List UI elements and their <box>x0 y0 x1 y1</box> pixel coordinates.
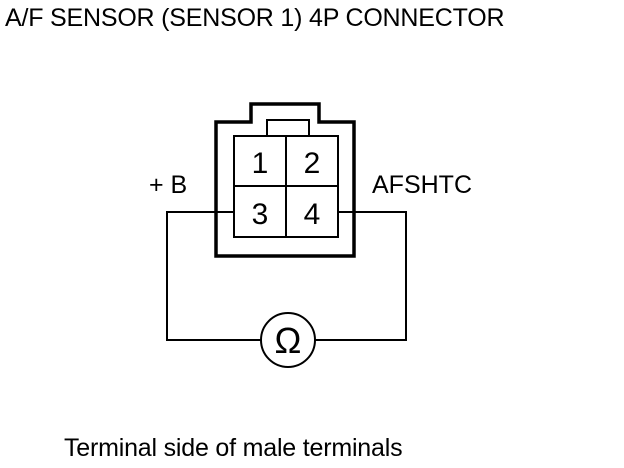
ohmmeter-icon: Ω <box>260 312 316 368</box>
connector-housing <box>214 102 356 258</box>
right-test-lead <box>315 211 407 341</box>
diagram-caption: Terminal side of male terminals <box>64 434 403 462</box>
left-test-lead <box>166 211 261 341</box>
pin-1-label: 1 <box>252 147 269 180</box>
connector-lock-tab <box>266 119 310 137</box>
pin-2-label: 2 <box>304 147 321 180</box>
diagram-title: A/F SENSOR (SENSOR 1) 4P CONNECTOR <box>5 4 505 32</box>
ohm-symbol: Ω <box>275 320 302 361</box>
afshtc-label: AFSHTC <box>372 171 472 199</box>
pin-3-label: 3 <box>252 198 269 231</box>
pin-4-label: 4 <box>304 198 321 231</box>
positive-battery-label: + B <box>149 171 187 199</box>
